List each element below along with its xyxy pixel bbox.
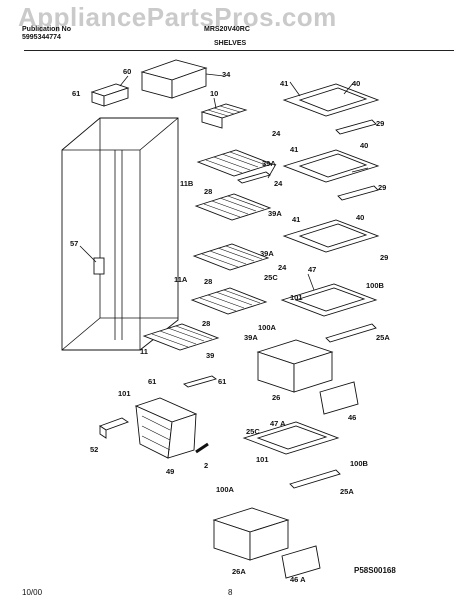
callout-40: 40 — [352, 79, 360, 88]
callout-100a: 100A — [258, 323, 277, 332]
model-number: MRS20V40RC — [204, 26, 250, 33]
crisper-drawer-26a — [212, 507, 321, 579]
footer-date: 10/00 — [22, 588, 43, 597]
callout-47a: 47 A — [270, 419, 286, 428]
pan-34 — [140, 59, 208, 99]
callout-24: 24 — [274, 179, 283, 188]
wire-shelf-11 — [142, 323, 220, 351]
callout-47: 47 — [308, 265, 316, 274]
callout-34: 34 — [222, 70, 231, 79]
callout-39: 39 — [206, 351, 214, 360]
callout-39a: 39A — [260, 249, 274, 258]
egg-tray-10 — [200, 103, 248, 129]
publication-label: Publication No — [22, 26, 71, 33]
callout-2: 2 — [204, 461, 208, 470]
callout-57: 57 — [70, 239, 78, 248]
figure-code: P58S00168 — [354, 566, 396, 575]
callout-29: 29 — [380, 253, 388, 262]
wire-shelf-11a — [192, 243, 270, 271]
callout-101: 101 — [118, 389, 131, 398]
publication-number: 5995344774 — [22, 34, 61, 41]
callout-100b: 100B — [350, 459, 369, 468]
callout-11: 11 — [140, 347, 148, 356]
leader-lines — [79, 73, 369, 291]
callout-49: 49 — [166, 467, 174, 476]
callout-25c: 25C — [246, 427, 260, 436]
callout-41: 41 — [280, 79, 288, 88]
bracket-52 — [99, 417, 129, 439]
callout-10: 10 — [210, 89, 218, 98]
callout-11b: 11B — [180, 179, 194, 188]
callout-26: 26 — [272, 393, 280, 402]
wire-shelf-11b — [196, 149, 274, 184]
wire-shelf-11a-lower — [190, 287, 268, 315]
callout-24: 24 — [278, 263, 287, 272]
crisper-drawer-26 — [256, 339, 359, 415]
callout-39a: 39A — [244, 333, 258, 342]
callout-25a: 25A — [376, 333, 390, 342]
wire-shelf-11b-lower — [194, 193, 272, 221]
callout-29: 29 — [376, 119, 384, 128]
callout-61: 61 — [72, 89, 80, 98]
callout-39a: 39A — [262, 159, 276, 168]
callout-52: 52 — [90, 445, 98, 454]
bin-61 — [90, 83, 130, 107]
callout-41: 41 — [290, 145, 298, 154]
callout-25a: 25A — [340, 487, 354, 496]
callout-39a: 39A — [268, 209, 282, 218]
basket-49 — [134, 397, 198, 459]
callout-28: 28 — [204, 187, 212, 196]
callout-40: 40 — [360, 141, 368, 150]
callout-29: 29 — [378, 183, 386, 192]
crisper-cover-47a — [242, 421, 341, 489]
glass-shelf-top — [282, 83, 380, 135]
glass-shelf-lower — [282, 219, 380, 253]
callout-61: 61 — [218, 377, 226, 386]
pin-2 — [195, 442, 209, 454]
rail-61 — [183, 375, 217, 388]
callout-100b: 100B — [366, 281, 385, 290]
callout-28: 28 — [204, 277, 212, 286]
callout-61: 61 — [148, 377, 156, 386]
page-number: 8 — [228, 588, 233, 597]
callout-26a: 26A — [232, 567, 246, 576]
cabinet-liner — [61, 117, 179, 351]
callout-28: 28 — [202, 319, 210, 328]
callout-11a: 11A — [174, 275, 188, 284]
crisper-cover-47 — [280, 283, 378, 343]
callout-41: 41 — [292, 215, 300, 224]
callout-40: 40 — [356, 213, 364, 222]
callout-60: 60 — [123, 67, 131, 76]
callout-46: 46 — [348, 413, 356, 422]
watermark: AppliancePartsPros.com — [18, 2, 337, 32]
glass-shelf-middle — [282, 149, 380, 201]
callout-101: 101 — [256, 455, 269, 464]
callout-24: 24 — [272, 129, 281, 138]
header-rule — [24, 50, 454, 51]
section-title: SHELVES — [214, 40, 247, 47]
callout-100a: 100A — [216, 485, 235, 494]
callout-46a: 46 A — [290, 575, 306, 584]
callout-25c: 25C — [264, 273, 278, 282]
callout-101: 101 — [290, 293, 303, 302]
